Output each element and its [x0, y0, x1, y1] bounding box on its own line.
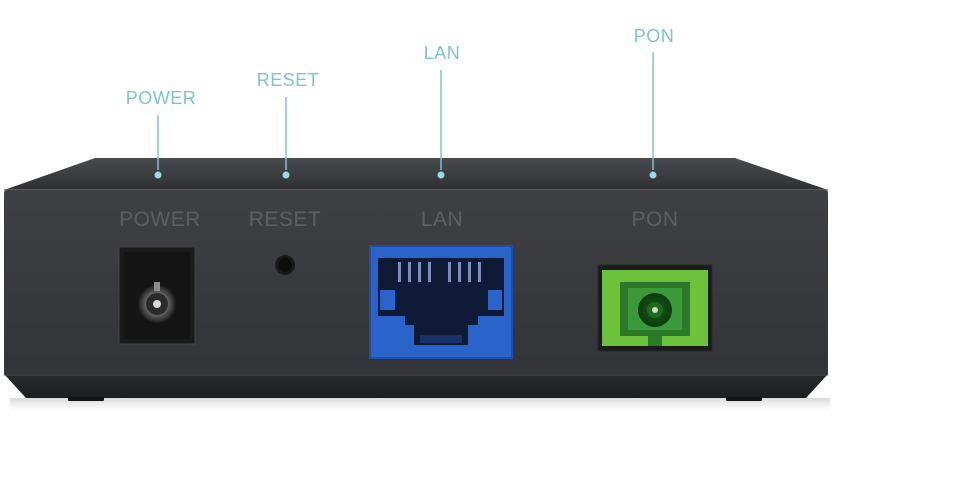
callout-lan: LAN — [423, 43, 461, 63]
callout-reset: RESET — [256, 70, 320, 90]
dot-reset — [282, 171, 290, 179]
floor-shadow — [10, 398, 830, 416]
foot-right — [726, 397, 762, 401]
panel-label-pon: PON — [631, 208, 679, 231]
lan-port — [369, 245, 513, 359]
panel-label-lan: LAN — [420, 208, 464, 231]
pon-port — [597, 264, 713, 352]
dot-power — [154, 171, 162, 179]
chassis-top — [4, 158, 828, 190]
callout-power: POWER — [125, 88, 197, 108]
callout-pon: PON — [633, 26, 675, 46]
panel-label-power: POWER — [119, 208, 201, 231]
power-jack — [118, 246, 196, 345]
reset-pinhole — [275, 255, 295, 275]
chassis-bottom — [4, 374, 828, 398]
dot-lan — [437, 171, 445, 179]
foot-left — [68, 397, 104, 401]
panel-label-reset: RESET — [248, 208, 322, 231]
dot-pon — [649, 171, 657, 179]
